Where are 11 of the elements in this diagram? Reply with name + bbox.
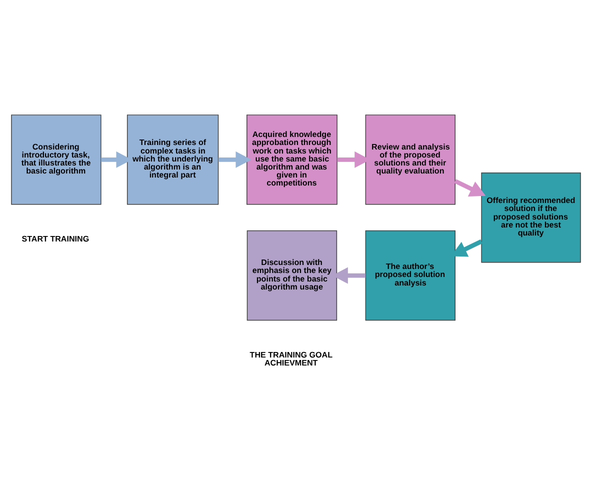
node-box: The author’s proposed solution analysis bbox=[365, 230, 456, 321]
node-box: Considering introductory task, that illustrates the basic algorithm bbox=[11, 114, 102, 205]
node-label: START TRAINING bbox=[22, 234, 90, 244]
node-box: Acquired knowledge approbation through work on tasks which use the same basic algorithm and was given in competitions bbox=[246, 114, 338, 205]
node-label: THE TRAINING GOAL ACHIEVMENT bbox=[250, 350, 333, 368]
arrow bbox=[454, 179, 486, 196]
arrow bbox=[218, 151, 252, 168]
node-box: Review and analysis of the proposed solutions and their quality evaluation bbox=[365, 114, 456, 205]
node-box: Discussion with emphasis on the key points of the basic algorithm usage bbox=[246, 230, 338, 321]
node-box: Training series of complex tasks in which the underlying algorithm is an integral part bbox=[126, 114, 219, 205]
node-box: Offering recommended solution if the proposed solutions are not the best quality bbox=[481, 172, 581, 263]
